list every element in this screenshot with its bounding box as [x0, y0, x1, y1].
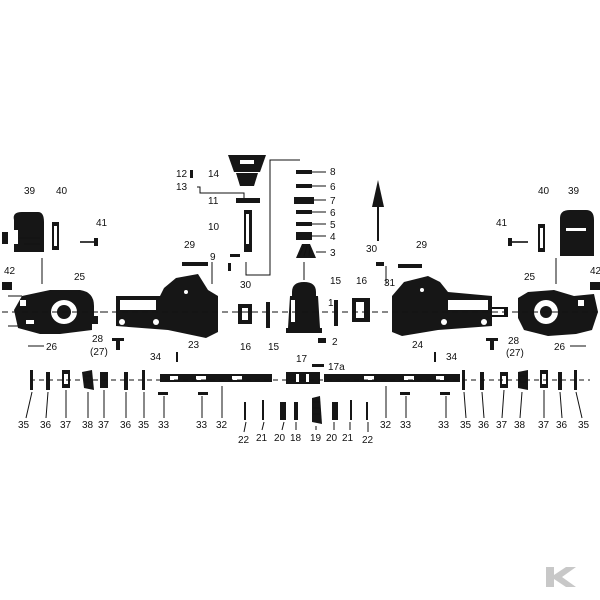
label-12: 12 — [176, 169, 188, 180]
label-34-right: 34 — [446, 352, 458, 363]
right-trumpet-housing — [334, 262, 508, 336]
label-25-right: 25 — [524, 272, 536, 283]
label-5: 5 — [330, 220, 336, 231]
label-38-a: 38 — [82, 420, 94, 431]
label-37-c: 37 — [496, 420, 508, 431]
label-1: 1 — [328, 298, 334, 309]
left-trumpet-housing — [100, 262, 270, 338]
label-35-d: 35 — [578, 420, 590, 431]
right-final-drive — [486, 210, 600, 350]
label-22-a: 22 — [238, 435, 250, 446]
label-14: 14 — [208, 169, 220, 180]
label-16: 16 — [240, 342, 252, 353]
pinion-stack — [190, 155, 326, 276]
label-35-b: 35 — [138, 420, 150, 431]
label-21-b: 21 — [342, 433, 354, 444]
label-6-bottom: 6 — [330, 208, 336, 219]
label-33-d: 33 — [438, 420, 450, 431]
label-16-right: 16 — [356, 276, 368, 287]
label-37-d: 37 — [538, 420, 550, 431]
label-28: 28 — [92, 334, 104, 345]
label-7: 7 — [330, 196, 336, 207]
label-40: 40 — [56, 186, 68, 197]
label-32-b: 32 — [380, 420, 392, 431]
label-26-right: 26 — [554, 342, 566, 353]
label-3: 3 — [330, 248, 336, 259]
brand-logo — [542, 564, 586, 590]
label-19: 19 — [310, 433, 322, 444]
label-33-a: 33 — [158, 420, 170, 431]
center-lines — [2, 258, 600, 381]
label-20-b: 20 — [326, 433, 338, 444]
label-37-a: 37 — [60, 420, 72, 431]
label-42-right: 42 — [590, 266, 600, 277]
label-30-right: 30 — [366, 244, 378, 255]
label-36-b: 36 — [120, 420, 132, 431]
label-25: 25 — [74, 272, 86, 283]
label-17a: 17a — [328, 362, 345, 373]
label-15: 15 — [268, 342, 280, 353]
part-11-washer — [236, 198, 260, 203]
label-33-b: 33 — [196, 420, 208, 431]
label-27: (27) — [90, 347, 108, 358]
label-27-right: (27) — [506, 348, 524, 359]
label-21-a: 21 — [256, 433, 268, 444]
label-28-right: 28 — [508, 336, 520, 347]
label-40-right: 40 — [538, 186, 550, 197]
part-number-labels: 39 40 41 42 25 26 28 (27) 23 29 9 30 16 … — [4, 167, 600, 446]
label-15-right: 15 — [330, 276, 342, 287]
label-24: 24 — [412, 340, 424, 351]
label-35-c: 35 — [460, 420, 472, 431]
label-29-right: 29 — [416, 240, 428, 251]
label-37-b: 37 — [98, 420, 110, 431]
label-22-b: 22 — [362, 435, 374, 446]
label-18: 18 — [290, 433, 302, 444]
lower-leaders — [25, 386, 583, 433]
label-9: 9 — [210, 252, 216, 263]
label-31: 31 — [384, 278, 396, 289]
label-17: 17 — [296, 354, 308, 365]
label-10: 10 — [208, 222, 220, 233]
label-23: 23 — [188, 340, 200, 351]
label-30: 30 — [240, 280, 252, 291]
label-36-c: 36 — [478, 420, 490, 431]
label-29: 29 — [184, 240, 196, 251]
label-11: 11 — [208, 196, 219, 207]
label-26: 26 — [46, 342, 58, 353]
label-2: 2 — [332, 337, 338, 348]
label-36-a: 36 — [40, 420, 52, 431]
label-35-a: 35 — [18, 420, 30, 431]
label-8: 8 — [330, 167, 336, 178]
label-6-top: 6 — [330, 182, 336, 193]
label-32-a: 32 — [216, 420, 228, 431]
label-41-right: 41 — [496, 218, 508, 229]
label-42: 42 — [4, 266, 16, 277]
direction-arrow — [372, 180, 384, 241]
half-shafts — [158, 352, 460, 395]
label-20-a: 20 — [274, 433, 286, 444]
label-36-d: 36 — [556, 420, 568, 431]
label-39-right: 39 — [568, 186, 580, 197]
centre-gear-row — [244, 396, 368, 424]
label-34-left: 34 — [150, 352, 162, 363]
label-38-b: 38 — [514, 420, 526, 431]
label-41: 41 — [96, 218, 108, 229]
label-33-c: 33 — [400, 420, 412, 431]
left-final-drive — [2, 212, 124, 350]
label-4: 4 — [330, 232, 336, 243]
label-39: 39 — [24, 186, 36, 197]
label-13: 13 — [176, 182, 188, 193]
